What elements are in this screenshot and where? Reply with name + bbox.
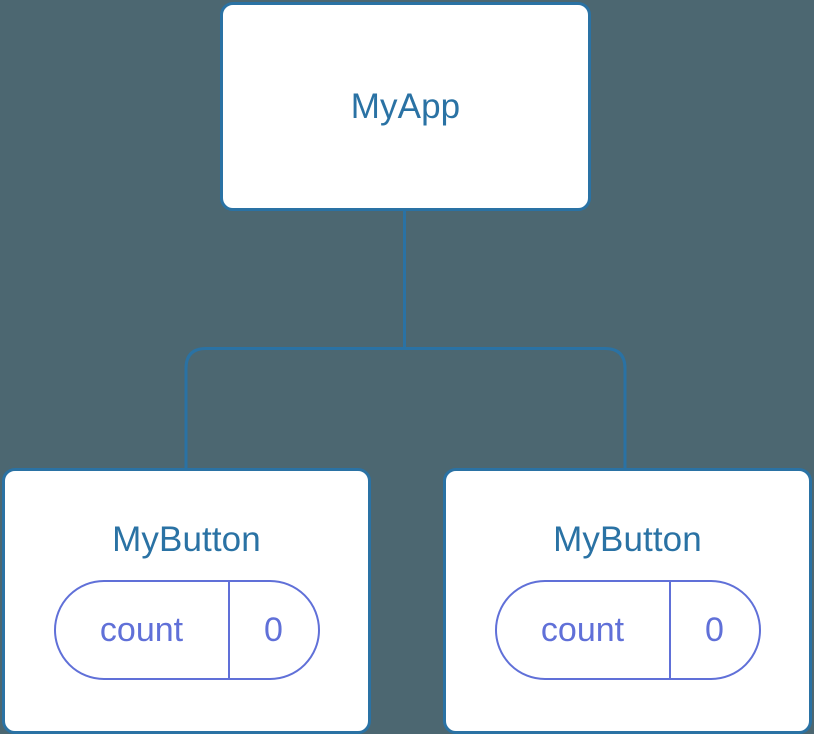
connector-branch-left: [184, 347, 405, 468]
node-title: MyButton: [112, 520, 261, 559]
state-value-label: 0: [264, 611, 283, 649]
node-mybutton-left[interactable]: MyButton count 0: [2, 468, 371, 734]
node-title: MyApp: [350, 87, 461, 126]
node-myapp[interactable]: MyApp: [220, 2, 591, 211]
state-key-label: count: [99, 611, 184, 649]
state-pill-key-cell: count: [56, 582, 230, 678]
state-pill[interactable]: count 0: [494, 580, 761, 680]
state-pill-value-cell: 0: [671, 582, 759, 678]
state-pill[interactable]: count 0: [53, 580, 320, 680]
state-value-label: 0: [705, 611, 724, 649]
node-title: MyButton: [553, 520, 702, 559]
state-key-label: count: [540, 611, 625, 649]
connector-branch-right: [404, 347, 627, 468]
node-mybutton-right[interactable]: MyButton count 0: [443, 468, 812, 734]
state-pill-value-cell: 0: [230, 582, 318, 678]
state-pill-key-cell: count: [497, 582, 671, 678]
